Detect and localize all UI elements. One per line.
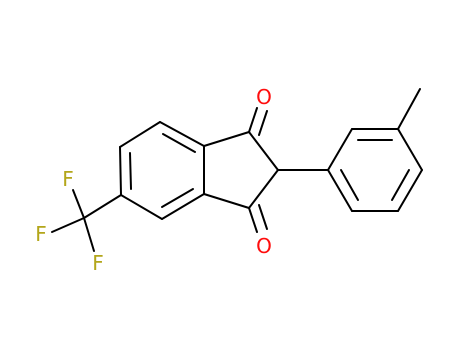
bond (119, 121, 161, 148)
bond (72, 189, 85, 219)
fluorine-label-left: F (35, 222, 47, 246)
benzo-ring (119, 121, 205, 220)
fluorine-label-bottom: F (92, 251, 104, 275)
bond (203, 193, 250, 209)
tolyl-ring (277, 128, 423, 212)
bond (258, 110, 268, 136)
bond (327, 169, 353, 212)
bond (51, 217, 85, 233)
bond (248, 107, 258, 133)
bond (258, 204, 268, 230)
trifluoromethyl-group (51, 189, 122, 252)
double-bond-inner (340, 169, 359, 201)
oxygen-label-top: O (256, 85, 272, 109)
bond (159, 121, 205, 147)
bond (248, 169, 279, 209)
bond (327, 128, 353, 171)
double-bond-inner (129, 152, 132, 190)
bond (397, 169, 423, 212)
carbonyl-top (248, 107, 268, 136)
bond (397, 128, 423, 171)
methyl-bond (397, 88, 421, 130)
double-bond-inner (391, 169, 410, 201)
bond (248, 207, 258, 233)
bond (203, 131, 250, 147)
dione-ring (203, 131, 279, 209)
carbonyl-bottom (248, 204, 268, 233)
oxygen-label-bottom: O (256, 234, 272, 258)
double-bond-inner (161, 188, 194, 208)
fluorine-label-top: F (62, 167, 74, 191)
bond (248, 131, 279, 171)
bond (120, 194, 163, 220)
bond (83, 194, 122, 219)
double-bond-inner (162, 133, 196, 153)
bond (83, 217, 95, 252)
bond (161, 193, 205, 220)
bond (119, 146, 122, 196)
